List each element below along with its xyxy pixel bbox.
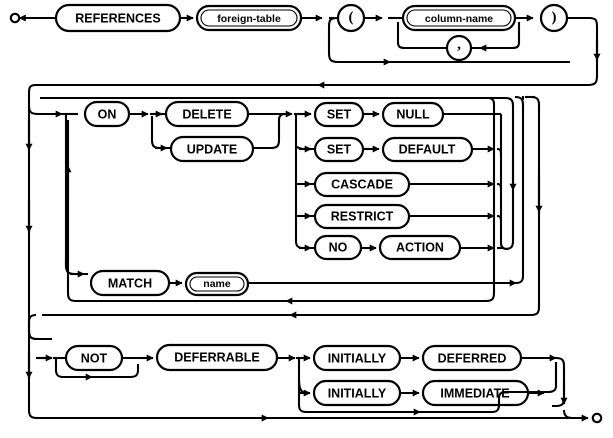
track-on-clause-repeat-loop (40, 96, 515, 251)
node-initially-deferred[interactable]: INITIALLY (312, 344, 402, 372)
node-set-default-set-label: SET (327, 142, 352, 156)
node-immediate-label: IMMEDIATE (440, 386, 509, 400)
row-references: REFERENCES foreign-table ( column-name (9, 3, 601, 332)
node-initially-immediate-label: INITIALLY (328, 386, 387, 400)
row-deferrable: NOT DEFERRABLE INITIALLY DEFERRED (27, 330, 603, 424)
track-merge-restrict-join (496, 214, 503, 223)
node-initially-immediate[interactable]: INITIALLY (312, 379, 402, 407)
node-no-label: NO (329, 240, 348, 254)
track-left-rail-lower (27, 313, 37, 410)
track-merge-default-join (496, 147, 503, 156)
track-to-match-branch (64, 114, 88, 276)
node-on[interactable]: ON (83, 100, 131, 128)
node-set-null-set[interactable]: SET (313, 101, 365, 128)
node-foreign-table-inner-shape (200, 9, 298, 27)
node-deferred-label: DEFERRED (438, 351, 507, 365)
circle-end-icon (591, 412, 603, 424)
track-group-repeat-outer (42, 95, 541, 317)
node-null-label: NULL (396, 107, 430, 121)
track-comma-loop-left (396, 22, 447, 50)
node-references[interactable]: REFERENCES (54, 3, 182, 33)
node-deferred[interactable]: DEFERRED (421, 344, 523, 372)
node-cascade[interactable]: CASCADE (313, 171, 411, 198)
node-foreign-table-label: foreign-table (217, 13, 281, 25)
track-not-entry (27, 330, 52, 341)
node-not-label: NOT (81, 351, 108, 365)
node-restrict-label: RESTRICT (331, 209, 394, 223)
node-no[interactable]: NO (313, 234, 363, 261)
node-column-name-inner-shape (406, 9, 512, 27)
track-immediate-merge-up (547, 362, 558, 394)
node-name-label: name (203, 278, 231, 290)
node-rparen[interactable]: ) (539, 3, 569, 33)
node-lparen-label: ( (349, 9, 354, 25)
row-on-action: ON DELETE UPDATE (25, 94, 543, 410)
track-paren-group-bypass (327, 16, 570, 64)
node-comma-label: , (457, 36, 461, 52)
track-initially-skip (297, 358, 492, 414)
node-update[interactable]: UPDATE (169, 135, 255, 163)
track-alt-repeat-inner-left (66, 120, 77, 303)
track-left-rail-to-on (27, 105, 70, 116)
node-default[interactable]: DEFAULT (381, 136, 474, 163)
track-action-fanout-bar (294, 114, 315, 250)
track-to-initially-immediate (297, 379, 310, 395)
node-delete[interactable]: DELETE (164, 100, 250, 128)
node-foreign-table[interactable]: foreign-table (195, 4, 303, 32)
node-on-label: ON (98, 107, 117, 121)
track-deferred-join-end (562, 409, 573, 420)
node-initially-deferred-label: INITIALLY (328, 351, 387, 365)
node-delete-label: DELETE (182, 107, 231, 121)
node-update-label: UPDATE (187, 142, 237, 156)
node-comma-shape (445, 34, 473, 62)
node-match-label: MATCH (108, 276, 152, 290)
circle-start-icon (9, 12, 21, 24)
node-cascade-label: CASCADE (331, 177, 393, 191)
node-column-name-label: column-name (425, 13, 493, 25)
track-match-merge-up (514, 95, 525, 285)
track-merge-cascade-join (496, 182, 503, 191)
node-name-inner-shape (189, 276, 245, 292)
node-not[interactable]: NOT (64, 344, 124, 372)
node-action-label: ACTION (396, 240, 444, 254)
node-column-name[interactable]: column-name (401, 4, 517, 32)
node-match[interactable]: MATCH (89, 269, 171, 297)
node-set-default-set[interactable]: SET (313, 136, 365, 163)
node-deferrable-label: DEFERRABLE (174, 350, 259, 364)
node-lparen[interactable]: ( (336, 3, 366, 33)
node-default-label: DEFAULT (399, 142, 456, 156)
node-rparen-label: ) (552, 9, 557, 25)
node-restrict[interactable]: RESTRICT (313, 203, 411, 230)
track-alt-repeat-inner (76, 96, 496, 303)
node-comma[interactable]: , (445, 34, 473, 62)
track-left-rail-upper (27, 83, 37, 332)
node-deferrable[interactable]: DEFERRABLE (155, 343, 279, 372)
track-comma-loop-right (471, 22, 521, 50)
node-references-label: REFERENCES (75, 11, 160, 25)
track-initially-skip-merge (491, 390, 548, 414)
track-deferrable-group-skip (27, 409, 575, 420)
track-update-merge (253, 112, 286, 150)
track-not-skip (54, 358, 140, 379)
node-set-null-set-label: SET (327, 107, 352, 121)
node-name[interactable]: name (184, 271, 250, 297)
node-null[interactable]: NULL (381, 101, 445, 128)
node-action[interactable]: ACTION (378, 234, 462, 261)
track-action-merge-rail (499, 114, 508, 251)
track-deferred-group-merge (552, 356, 566, 408)
